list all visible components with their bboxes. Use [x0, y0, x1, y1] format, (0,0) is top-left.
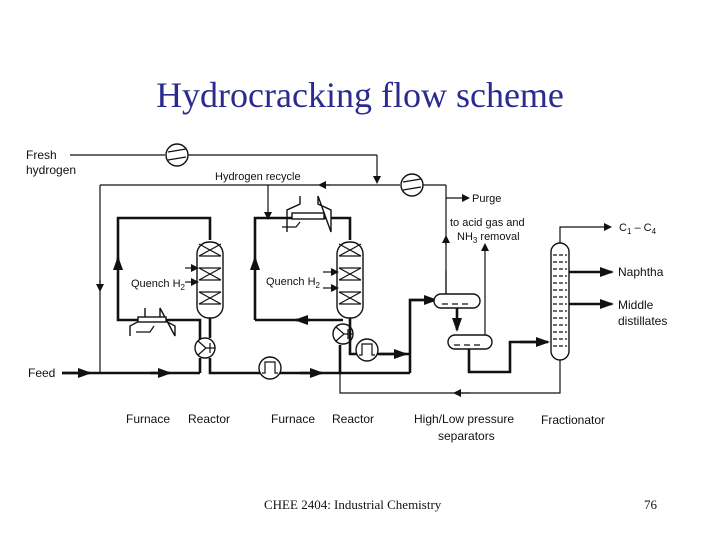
- heat-exchanger-1-icon: [194, 337, 216, 359]
- pump-icon: [355, 338, 379, 362]
- lp-to-fractionator-line: [467, 337, 550, 374]
- quench-h2-label-2: Quench H2: [266, 276, 321, 290]
- page-number: 76: [644, 497, 657, 512]
- equipment-label-furnace-2: Furnace: [271, 412, 315, 426]
- purge-label: Purge: [472, 193, 501, 205]
- hydrogen-recycle-label: Hydrogen recycle: [215, 171, 301, 183]
- equipment-label-reactor-1: Reactor: [188, 412, 230, 426]
- furnace-2-pump-icon: [258, 356, 282, 380]
- fresh-hydrogen-label-1: Fresh: [26, 148, 57, 162]
- stage2-outlet-line: [340, 295, 438, 375]
- reactor-2-icon: [323, 241, 364, 319]
- furnace-3-icon: [282, 195, 332, 233]
- equipment-label-reactor-2: Reactor: [332, 412, 374, 426]
- reactor-1-icon: [185, 241, 224, 319]
- footer-course-name: CHEE 2404: Industrial Chemistry: [264, 497, 442, 512]
- middle-distillates-label-2: distillates: [618, 314, 667, 328]
- feed-label: Feed: [28, 366, 55, 380]
- furnace-1-icon: [129, 307, 176, 337]
- fresh-hydrogen-compressor-icon: [165, 143, 189, 167]
- recycle-compressor-icon: [400, 173, 424, 197]
- heat-exchanger-2-icon: [332, 323, 354, 345]
- acid-gas-label-2: NH3 removal: [457, 231, 520, 245]
- slide-title: Hydrocracking flow scheme: [156, 75, 564, 115]
- middle-distillates-label-1: Middle: [618, 298, 654, 312]
- fractionator-icon: [339, 223, 614, 397]
- equipment-label-separators-1: High/Low pressure: [414, 412, 514, 426]
- equipment-label-separators-2: separators: [438, 429, 495, 443]
- fresh-hydrogen-label-2: hydrogen: [26, 163, 76, 177]
- equipment-label-fractionator: Fractionator: [541, 413, 605, 427]
- acid-gas-label-1: to acid gas and: [450, 217, 525, 229]
- c1-c4-label: C1 – C4: [619, 222, 657, 236]
- low-pressure-separator-icon: [447, 243, 493, 350]
- quench-h2-label-1: Quench H2: [131, 278, 186, 292]
- stage2-loop: [250, 216, 352, 325]
- equipment-label-furnace-1: Furnace: [126, 412, 170, 426]
- naphtha-label: Naphtha: [618, 265, 664, 279]
- high-pressure-separator-icon: [433, 270, 481, 309]
- fresh-hydrogen-line: [70, 154, 381, 184]
